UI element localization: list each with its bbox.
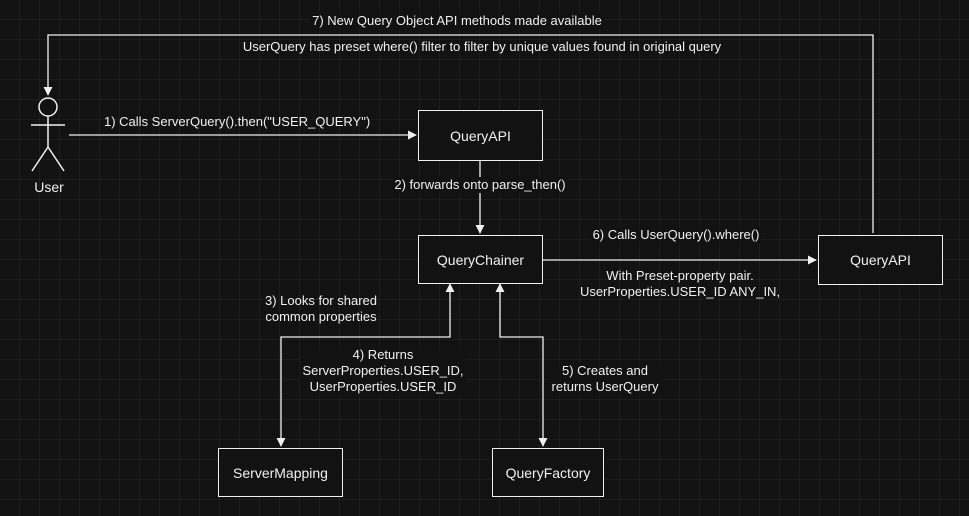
actor-label: User xyxy=(34,179,64,195)
edge-label-step6-detail: With Preset-property pair. UserPropertie… xyxy=(580,268,780,300)
edge-label-step6-detail-line1: With Preset-property pair. xyxy=(606,268,754,283)
node-server-mapping[interactable]: ServerMapping xyxy=(218,448,343,497)
node-query-api-right[interactable]: QueryAPI xyxy=(818,235,943,285)
edge-label-step7: 7) New Query Object API methods made ava… xyxy=(310,13,604,29)
edge-label-step3-line1: 3) Looks for shared xyxy=(264,293,378,308)
edge-label-step5: 5) Creates and returns UserQuery xyxy=(549,363,661,395)
edge-label-step6: 6) Calls UserQuery().where() xyxy=(590,227,762,243)
node-query-chainer[interactable]: QueryChainer xyxy=(418,235,543,284)
stick-figure-icon xyxy=(31,97,65,172)
edge-label-step7-detail: UserQuery has preset where() filter to f… xyxy=(242,39,722,54)
edge-label-step5-line1: 5) Creates and xyxy=(561,363,648,378)
edge-label-step1: 1) Calls ServerQuery().then("USER_QUERY"… xyxy=(104,114,371,129)
edge-step7 xyxy=(43,34,874,233)
edge-label-step4-line3: UserProperties.USER_ID xyxy=(309,379,457,394)
edge-label-step4: 4) Returns ServerProperties.USER_ID, Use… xyxy=(300,347,466,395)
edge-step3-4 xyxy=(276,283,455,447)
edge-label-step4-line2: ServerProperties.USER_ID, xyxy=(302,363,464,378)
edge-label-step5-line2: returns UserQuery xyxy=(551,379,659,394)
node-query-factory[interactable]: QueryFactory xyxy=(492,448,604,497)
edge-label-step6-detail-line2: UserProperties.USER_ID ANY_IN, xyxy=(579,284,781,299)
edge-label-step3: 3) Looks for shared common properties xyxy=(265,293,377,325)
node-query-api-top[interactable]: QueryAPI xyxy=(418,110,543,161)
edge-label-step2: 2) forwards onto parse_then() xyxy=(392,177,568,193)
edge-label-step4-line1: 4) Returns xyxy=(352,347,414,362)
edge-step5 xyxy=(495,283,548,447)
edge-label-step3-line2: common properties xyxy=(265,309,377,324)
